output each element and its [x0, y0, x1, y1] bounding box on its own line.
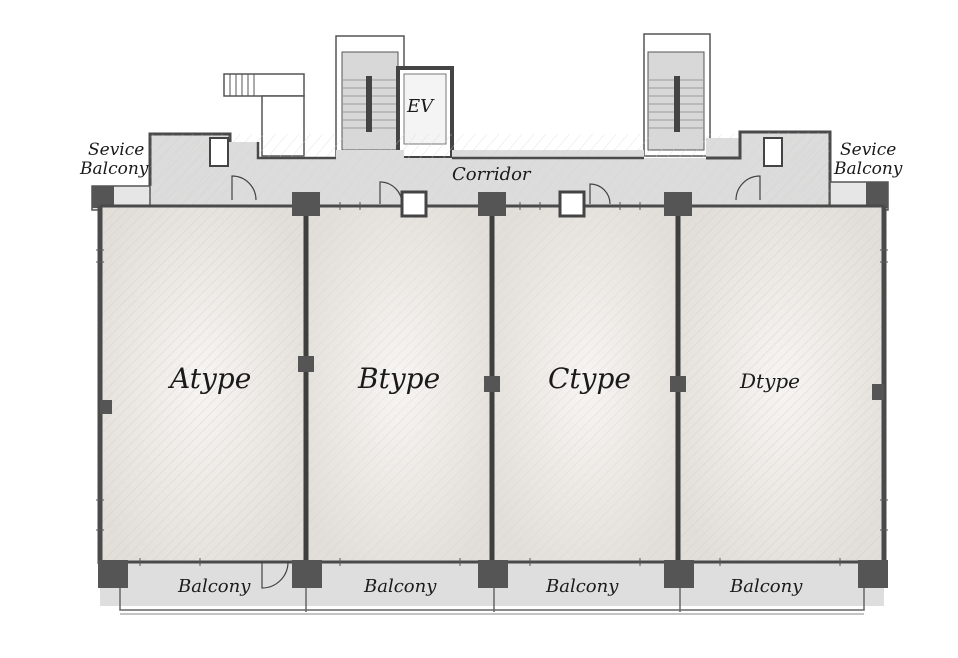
label-service-balcony-left-line1: Sevice [88, 140, 144, 160]
pipe-shafts [400, 190, 586, 218]
unit-d-entry-wing [760, 132, 830, 206]
door-swings [231, 175, 761, 589]
exterior-stair-left [223, 73, 305, 157]
unit-a-entry-wing [150, 134, 230, 206]
corridor-area [100, 130, 832, 206]
label-balcony-4: Balcony [729, 576, 803, 597]
label-service-balcony-right-line1: Sevice [840, 140, 896, 160]
unit-c-room [494, 206, 678, 562]
label-unit-a: Atype [167, 362, 251, 395]
unit-d-room [680, 206, 884, 562]
label-unit-c: Ctype [548, 362, 631, 395]
window-marks [96, 202, 888, 566]
label-service-balcony-right-line2: Balcony [833, 159, 903, 179]
label-service-balcony-left-line2: Balcony [79, 159, 149, 179]
unit-a-room [100, 206, 304, 562]
structural-columns [98, 192, 888, 588]
label-balcony-2: Balcony [363, 576, 437, 597]
label-unit-b: Btype [357, 362, 440, 395]
label-unit-d: Dtype [739, 369, 800, 393]
unit-b-room [306, 206, 492, 562]
label-ev: EV [406, 96, 435, 117]
label-balcony-3: Balcony [545, 576, 619, 597]
label-corridor: Corridor [452, 164, 532, 185]
label-balcony-1: Balcony [177, 576, 251, 597]
